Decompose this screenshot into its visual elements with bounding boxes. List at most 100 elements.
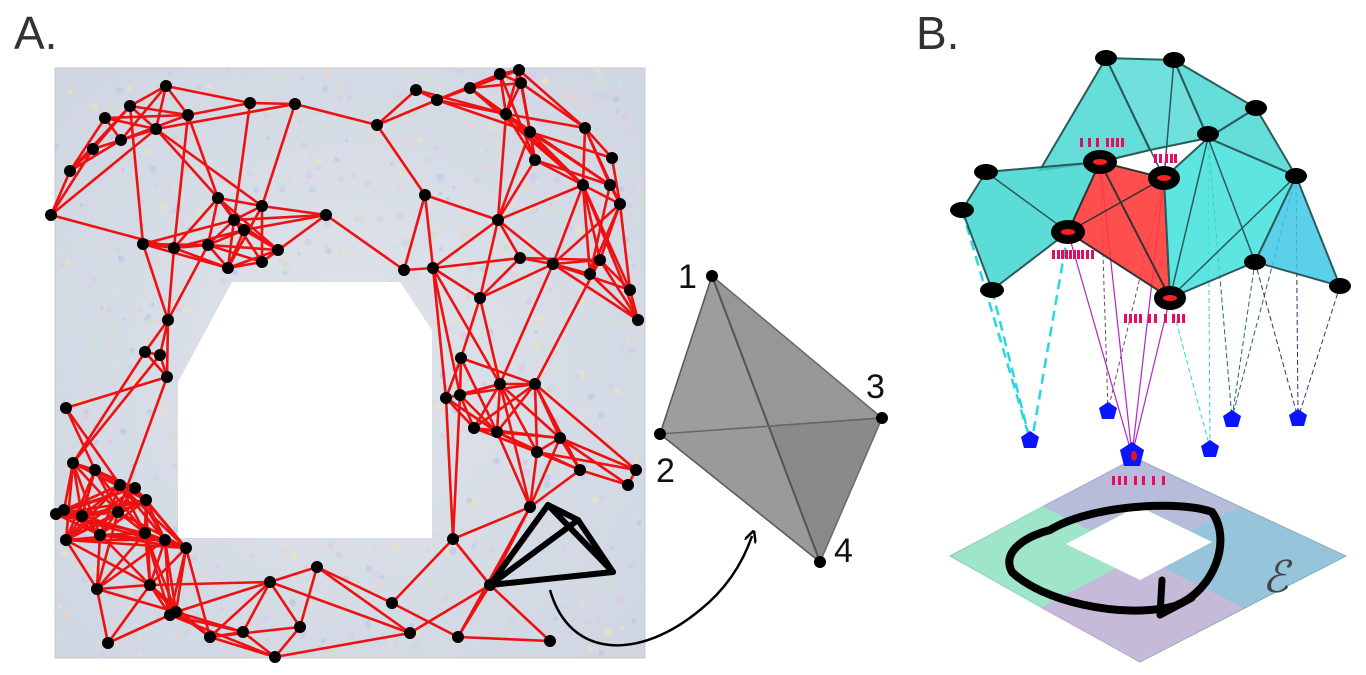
texture-dot: [628, 457, 634, 463]
texture-dot: [123, 196, 129, 202]
texture-dot: [96, 640, 101, 645]
texture-dot: [155, 317, 163, 324]
graph-edge: [498, 73, 508, 115]
texture-dot: [380, 574, 385, 580]
tetra-label-1: 1: [678, 258, 697, 296]
texture-dot: [392, 243, 398, 250]
texture-dot: [358, 189, 365, 196]
texture-dot: [153, 184, 158, 189]
texture-dot: [55, 563, 61, 569]
texture-dot: [106, 104, 114, 112]
texture-dot: [60, 264, 65, 268]
texture-dot: [156, 260, 162, 266]
graph-node: [222, 262, 234, 274]
graph-edge: [65, 375, 168, 410]
texture-dot: [323, 243, 329, 249]
texture-dot: [109, 618, 116, 625]
texture-dot: [86, 93, 91, 97]
texture-dot: [616, 80, 624, 88]
texture-dot: [430, 230, 438, 239]
texture-dot: [471, 229, 477, 235]
texture-dot: [262, 269, 267, 274]
graph-node: [630, 464, 642, 476]
texture-dot: [346, 94, 353, 100]
graph-edge: [558, 437, 582, 471]
texture-dot: [445, 197, 450, 202]
graph-edge: [581, 184, 602, 261]
texture-dot: [529, 325, 533, 328]
texture-dot: [350, 173, 356, 178]
graph-edge: [72, 462, 119, 513]
texture-dot: [304, 238, 312, 247]
graph-edge: [298, 566, 319, 628]
texture-dot: [161, 407, 168, 414]
graph-edge: [431, 267, 448, 399]
texture-dot: [395, 212, 404, 221]
panel-a-label: A.: [14, 7, 58, 59]
graph-edge: [559, 436, 629, 487]
texture-dot: [608, 499, 615, 506]
texture-dot: [441, 500, 449, 508]
graph-edge: [402, 194, 427, 271]
graph-node: [371, 119, 383, 131]
texture-dot: [114, 642, 121, 649]
graph-node: [115, 134, 127, 146]
texture-dot: [83, 326, 90, 333]
texture-dot: [461, 595, 466, 599]
graph-node: [64, 165, 76, 177]
graph-edge: [618, 203, 632, 291]
texture-dot: [620, 88, 625, 94]
graph-edge: [95, 534, 102, 590]
graph-node: [544, 635, 556, 647]
graph-edge: [268, 581, 302, 628]
texture-dot: [300, 219, 307, 226]
graph-node: [144, 579, 156, 591]
texture-dot: [345, 100, 349, 104]
graph-node: [124, 100, 136, 112]
graph-node: [427, 262, 439, 274]
graph-edge: [175, 565, 318, 614]
texture-dot: [477, 432, 483, 438]
texture-dot: [345, 139, 349, 143]
texture-dot: [495, 142, 501, 147]
texture-dot: [626, 338, 631, 344]
graph-edge: [457, 635, 551, 643]
graph-node: [320, 209, 332, 221]
graph-node: [150, 123, 162, 135]
graph-node: [386, 597, 398, 609]
texture-dot: [522, 468, 530, 477]
texture-dot: [206, 83, 213, 90]
texture-dot: [127, 364, 134, 371]
graph-edge: [155, 102, 296, 131]
graph-edge: [274, 631, 411, 659]
texture-dot: [579, 299, 584, 305]
texture-dot: [149, 318, 155, 324]
texture-dot: [543, 481, 551, 489]
texture-dot: [510, 515, 516, 521]
graph-node: [162, 314, 174, 326]
texture-dot: [612, 145, 617, 150]
texture-dot: [98, 650, 105, 658]
graph-edge: [445, 397, 475, 429]
graph-edge: [96, 538, 166, 591]
graph-edge: [579, 468, 629, 487]
texture-dot: [251, 553, 256, 558]
graph-edge: [96, 532, 146, 590]
graph-node: [622, 479, 634, 491]
texture-dot: [389, 643, 393, 647]
graph-edge: [65, 538, 187, 550]
texture-dot: [638, 195, 645, 202]
graph-node: [604, 179, 616, 191]
texture-dot: [92, 342, 100, 351]
graph-edge: [155, 127, 263, 208]
texture-dot: [620, 625, 625, 631]
texture-dot: [461, 112, 468, 119]
graph-edge: [173, 197, 219, 249]
texture-dot: [597, 298, 602, 303]
texture-dot: [355, 574, 364, 582]
texture-dot: [124, 588, 132, 596]
texture-dot: [294, 111, 300, 118]
graph-node: [514, 252, 526, 264]
texture-dot: [192, 630, 201, 638]
texture-dot: [481, 380, 488, 387]
